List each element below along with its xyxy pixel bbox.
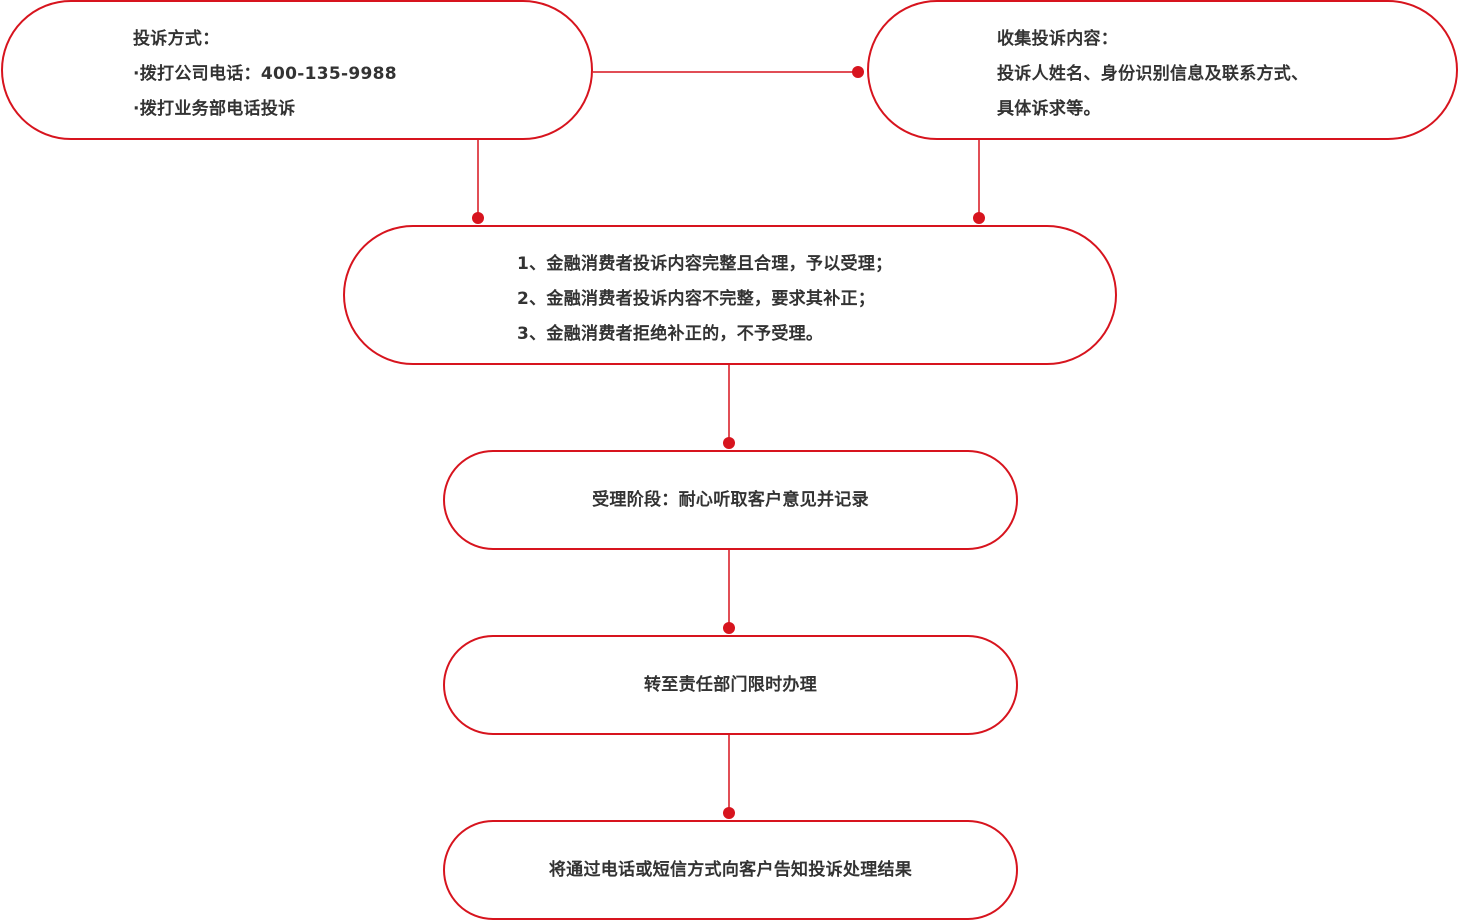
review-node: 1、金融消费者投诉内容完整且合理，予以受理； 2、金融消费者投诉内容不完整，要求… (343, 225, 1117, 365)
accept-stage-node: 受理阶段：耐心听取客户意见并记录 (443, 450, 1018, 550)
transfer-stage-node: 转至责任部门限时办理 (443, 635, 1018, 735)
connector-dot (723, 437, 735, 449)
connector-dot (472, 212, 484, 224)
collect-content-node: 收集投诉内容： 投诉人姓名、身份识别信息及联系方式、 具体诉求等。 (867, 0, 1458, 140)
transfer-stage-label: 转至责任部门限时办理 (644, 674, 817, 695)
review-rule-3: 3、金融消费者拒绝补正的，不予受理。 (517, 324, 824, 344)
accept-stage-label: 受理阶段：耐心听取客户意见并记录 (592, 489, 869, 510)
collect-content-line: 投诉人姓名、身份识别信息及联系方式、 (997, 64, 1309, 84)
review-rule-2: 2、金融消费者投诉内容不完整，要求其补正； (517, 289, 876, 309)
notify-stage-label: 将通过电话或短信方式向客户告知投诉处理结果 (548, 859, 913, 880)
collect-content-line: 具体诉求等。 (997, 99, 1101, 119)
complaint-method-title: 投诉方式： (133, 29, 220, 49)
collect-content-title: 收集投诉内容： (997, 29, 1119, 49)
complaint-method-phone: ·拨打公司电话：400-135-9988 (133, 64, 397, 84)
connector-dot (723, 807, 735, 819)
notify-stage-node: 将通过电话或短信方式向客户告知投诉处理结果 (443, 820, 1018, 920)
connector-dot (973, 212, 985, 224)
complaint-method-node: 投诉方式： ·拨打公司电话：400-135-9988 ·拨打业务部电话投诉 (1, 0, 593, 140)
connector-dot (723, 622, 735, 634)
complaint-method-department: ·拨打业务部电话投诉 (133, 99, 296, 119)
connector-dot (852, 66, 864, 78)
review-rule-1: 1、金融消费者投诉内容完整且合理，予以受理； (517, 254, 893, 274)
